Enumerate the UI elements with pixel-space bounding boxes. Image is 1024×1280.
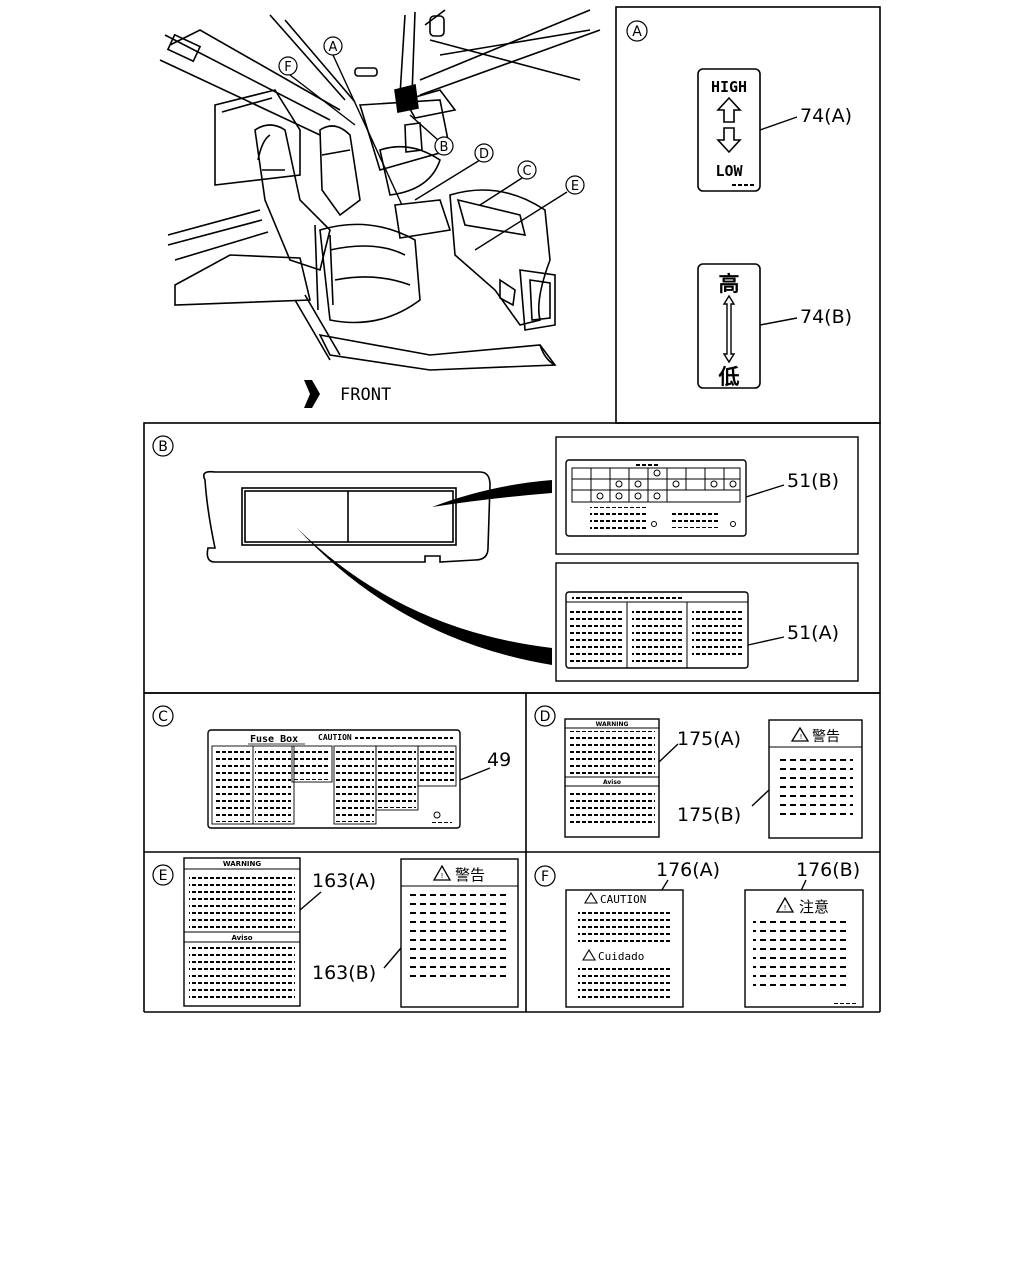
sticker-49-fuse-box: Fuse Box CAUTION — [207, 729, 461, 829]
svg-text:!: ! — [784, 904, 787, 912]
sticker-51a — [565, 591, 749, 669]
sun-visor — [202, 470, 491, 563]
svg-text:WARNING: WARNING — [223, 860, 262, 868]
svg-text:E: E — [571, 179, 579, 194]
panel-c-letter: C — [158, 709, 168, 725]
callout-a: A — [323, 36, 343, 56]
panel-c: C Fuse Box CAUTION 49 — [152, 705, 511, 829]
svg-text:!: ! — [441, 872, 444, 880]
sticker-51b — [565, 459, 747, 537]
svg-text:CAUTION: CAUTION — [600, 893, 646, 906]
panel-f: F 176(A) CAUTION Cuidado 176(B) ! 注意 — [534, 859, 864, 1008]
svg-text:D: D — [479, 147, 489, 162]
svg-text:警告: 警告 — [812, 729, 840, 745]
caution-triangle-icon — [584, 891, 598, 904]
caution-triangle-icon — [775, 896, 795, 913]
label-51a: 51(A) — [787, 622, 839, 644]
svg-text:低: 低 — [718, 365, 740, 389]
sticker-74a: HIGH LOW — [697, 68, 761, 192]
svg-text:警告: 警告 — [455, 866, 485, 884]
label-163b: 163(B) — [312, 962, 376, 984]
label-176b: 176(B) — [796, 859, 860, 881]
callout-f: F — [278, 56, 298, 76]
svg-text:!: ! — [800, 733, 803, 741]
cab-callout-leaders — [289, 54, 568, 251]
panel-a: A HIGH LOW 74(A) 高 低 74(B) — [626, 20, 852, 389]
svg-text:Fuse Box: Fuse Box — [250, 734, 298, 745]
sticker-163b: ! 警告 — [400, 858, 519, 1008]
label-74b: 74(B) — [800, 306, 852, 328]
label-175a: 175(A) — [677, 728, 741, 750]
svg-text:A: A — [329, 40, 338, 55]
up-arrow-icon — [716, 96, 742, 123]
panel-b-letter: B — [158, 439, 168, 455]
panel-f-letter: F — [541, 869, 549, 885]
front-indicator: FRONT — [304, 380, 391, 408]
label-176a: 176(A) — [656, 859, 720, 881]
down-arrow-icon — [716, 127, 742, 154]
front-label: FRONT — [340, 385, 391, 405]
svg-text:Aviso: Aviso — [603, 779, 621, 786]
svg-text:注意: 注意 — [799, 898, 829, 916]
svg-text:B: B — [440, 140, 449, 155]
svg-text:高: 高 — [719, 272, 740, 296]
callout-e: E — [565, 175, 585, 195]
panel-frames — [143, 6, 881, 1013]
warning-triangle-icon — [790, 726, 810, 742]
double-arrow-icon — [722, 294, 736, 364]
label-51b: 51(B) — [787, 470, 839, 492]
cab-interior-view — [159, 9, 601, 371]
sticker-74b: 高 低 — [697, 263, 761, 389]
sticker-163a: WARNING Aviso — [183, 857, 301, 1007]
label-163a: 163(A) — [312, 870, 376, 892]
svg-text:F: F — [284, 60, 291, 75]
front-arrow-icon — [304, 380, 320, 408]
label-49: 49 — [487, 749, 511, 771]
callout-d: D — [474, 143, 494, 163]
sticker-175b: ! 警告 — [768, 719, 863, 839]
panel-b: B — [152, 435, 859, 682]
cab-callouts: A F B D C E — [278, 36, 585, 195]
pointer-wedge-51b — [432, 480, 552, 507]
label-175b: 175(B) — [677, 804, 741, 826]
svg-text:C: C — [522, 164, 531, 179]
pointer-wedge-51a — [296, 527, 552, 665]
caution-triangle-icon — [582, 948, 596, 961]
warning-triangle-icon — [432, 864, 452, 881]
label-74a: 74(A) — [800, 105, 852, 127]
svg-text:CAUTION: CAUTION — [318, 733, 352, 742]
panel-d-letter: D — [540, 709, 551, 725]
panel-d: D WARNING Aviso 175(A) ! 警告 175(B) — [534, 705, 863, 839]
sticker-176a: CAUTION Cuidado — [565, 889, 684, 1008]
sticker-175a: WARNING Aviso — [564, 718, 660, 838]
svg-text:LOW: LOW — [715, 162, 743, 180]
svg-text:WARNING: WARNING — [596, 721, 629, 728]
panel-a-letter: A — [632, 24, 642, 40]
callout-b: B — [434, 136, 454, 156]
panel-e-letter: E — [159, 868, 168, 884]
svg-text:Aviso: Aviso — [231, 934, 252, 942]
svg-text:HIGH: HIGH — [711, 78, 747, 96]
sticker-176b: ! 注意 — [744, 889, 864, 1008]
callout-c: C — [517, 160, 537, 180]
panel-e: E WARNING Aviso 163(A) ! 警告 163(B) — [152, 857, 519, 1008]
svg-text:Cuidado: Cuidado — [598, 950, 644, 963]
